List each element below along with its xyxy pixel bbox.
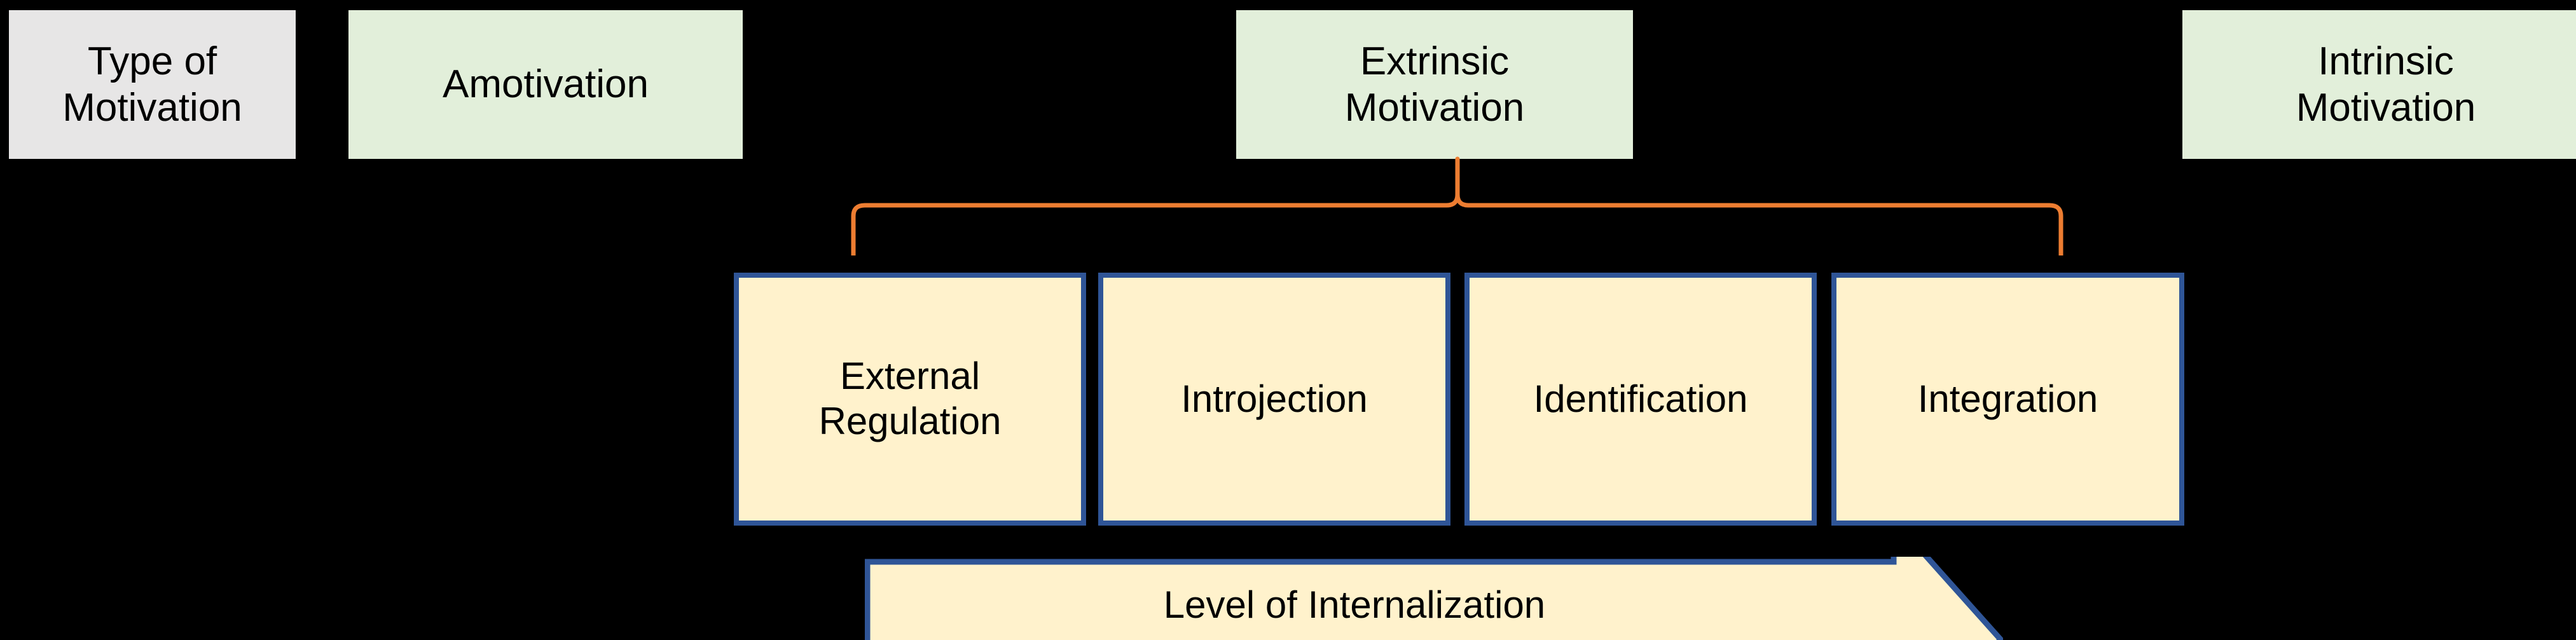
category-box-type-of-motivation: Type of Motivation bbox=[9, 10, 296, 159]
regulation-box-identification: Identification bbox=[1464, 273, 1817, 526]
category-box-amotivation: Amotivation bbox=[348, 10, 743, 159]
level-of-internalization-arrow: Level of Internalization bbox=[865, 557, 2003, 640]
category-box-extrinsic-motivation: Extrinsic Motivation bbox=[1236, 10, 1633, 159]
brace-connector-icon bbox=[851, 156, 2063, 255]
category-box-intrinsic-motivation: Intrinsic Motivation bbox=[2182, 10, 2576, 159]
regulation-box-external-regulation: External Regulation bbox=[734, 273, 1086, 526]
arrow-right-icon bbox=[865, 557, 2003, 640]
regulation-box-integration: Integration bbox=[1831, 273, 2184, 526]
regulation-box-introjection: Introjection bbox=[1098, 273, 1450, 526]
